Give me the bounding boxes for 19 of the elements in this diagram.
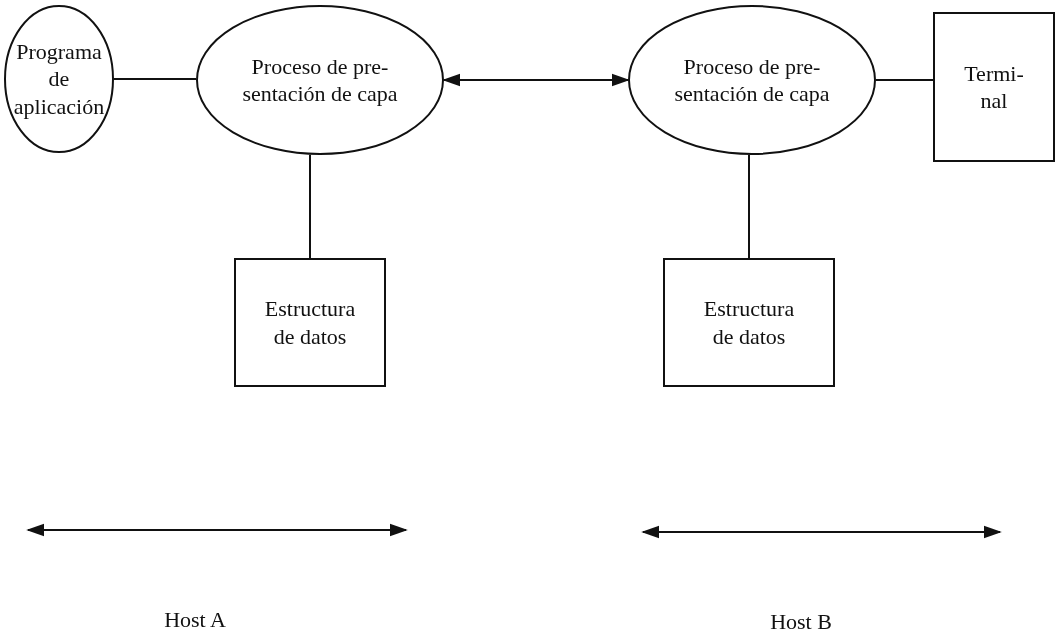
arrow xyxy=(442,73,630,87)
host-label: Host B xyxy=(770,609,832,635)
node-label: Proceso de pre- sentación de capa xyxy=(673,52,831,108)
node-label: Estructura de datos xyxy=(263,295,357,350)
connector-line xyxy=(875,79,934,81)
process-ellipse xyxy=(196,5,444,155)
host-label: Host A xyxy=(164,607,226,633)
node-label: Proceso de pre- sentación de capa xyxy=(241,52,399,108)
process-box xyxy=(933,12,1055,162)
connector-line xyxy=(113,78,197,80)
process-box xyxy=(234,258,386,387)
node-label: Termi- nal xyxy=(964,59,1024,115)
connector-line xyxy=(748,154,750,259)
process-ellipse xyxy=(4,5,114,153)
node-label: Programa de aplicación xyxy=(12,37,106,121)
node-label: Estructura de datos xyxy=(702,295,796,350)
process-box xyxy=(663,258,835,387)
process-ellipse xyxy=(628,5,876,155)
connector-line xyxy=(309,153,311,259)
